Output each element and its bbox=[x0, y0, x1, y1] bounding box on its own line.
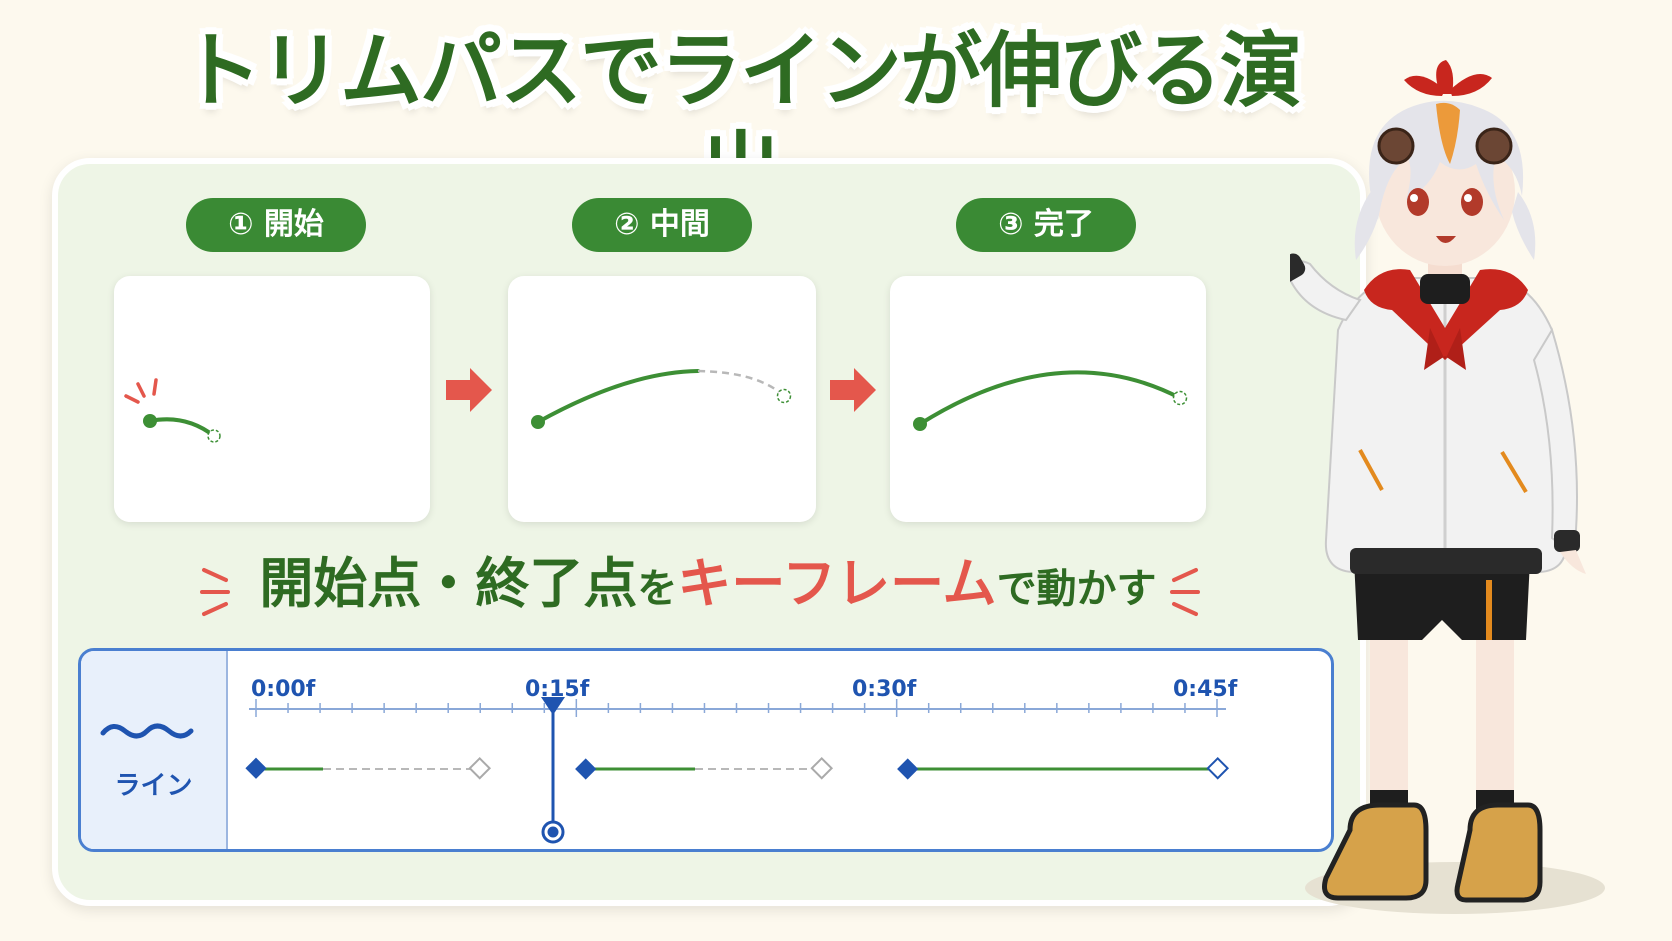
end-point bbox=[1172, 390, 1188, 406]
step-card-start bbox=[114, 276, 430, 522]
caption-part-points: 開始点・終了点 bbox=[259, 552, 638, 615]
keyframe-end[interactable] bbox=[1206, 756, 1230, 780]
keyframe-start[interactable] bbox=[245, 757, 267, 779]
start-point bbox=[143, 414, 157, 428]
caption-part-verb: で動かす bbox=[996, 566, 1157, 612]
timeline-track bbox=[245, 697, 1230, 844]
end-point bbox=[776, 388, 792, 404]
end-point bbox=[207, 429, 221, 443]
keyframe-start[interactable] bbox=[575, 758, 597, 780]
keyframe-start[interactable] bbox=[897, 758, 919, 780]
tick-label-0: 0:00f bbox=[251, 677, 316, 702]
step-card-middle bbox=[508, 276, 816, 522]
emphasis-burst-left-icon bbox=[200, 568, 230, 616]
keyframe-end[interactable] bbox=[468, 756, 492, 780]
spark-icon bbox=[124, 378, 158, 404]
line-preview-complete bbox=[913, 370, 1188, 431]
emphasis-burst-right-icon bbox=[1170, 568, 1200, 616]
step-badge-complete: ③ 完了 bbox=[956, 198, 1136, 252]
caption-part-keyframe: キーフレーム bbox=[677, 552, 997, 615]
layer-label: ライン bbox=[114, 771, 193, 801]
playhead[interactable] bbox=[541, 697, 565, 844]
timeline-panel: ライン 0:00f 0:15f 0:30f 0:45f bbox=[78, 648, 1334, 852]
step-card-complete bbox=[890, 276, 1206, 522]
diagram-panel: ① 開始 ② 中間 ③ 完了 bbox=[52, 158, 1366, 906]
start-point bbox=[913, 417, 927, 431]
character-illustration bbox=[1290, 60, 1605, 914]
tick-label-30: 0:30f bbox=[852, 677, 917, 702]
tick-label-45: 0:45f bbox=[1173, 677, 1238, 702]
line-preview-start bbox=[124, 378, 221, 443]
wave-icon bbox=[100, 723, 194, 739]
step-badge-start: ① 開始 bbox=[186, 198, 366, 252]
line-preview-middle bbox=[531, 369, 792, 429]
page-title: トリムパスでラインが伸びる演出 bbox=[179, 24, 1302, 219]
caption: 開始点・終了点をキーフレームで動かす bbox=[218, 544, 1198, 624]
arrow-right-icon bbox=[830, 368, 876, 412]
caption-part-particle: を bbox=[637, 566, 678, 612]
arrow-right-icon bbox=[446, 368, 492, 412]
start-point bbox=[531, 415, 545, 429]
step-badge-middle: ② 中間 bbox=[572, 198, 752, 252]
layer-header[interactable]: ライン bbox=[81, 651, 228, 849]
keyframe-end[interactable] bbox=[810, 756, 834, 780]
